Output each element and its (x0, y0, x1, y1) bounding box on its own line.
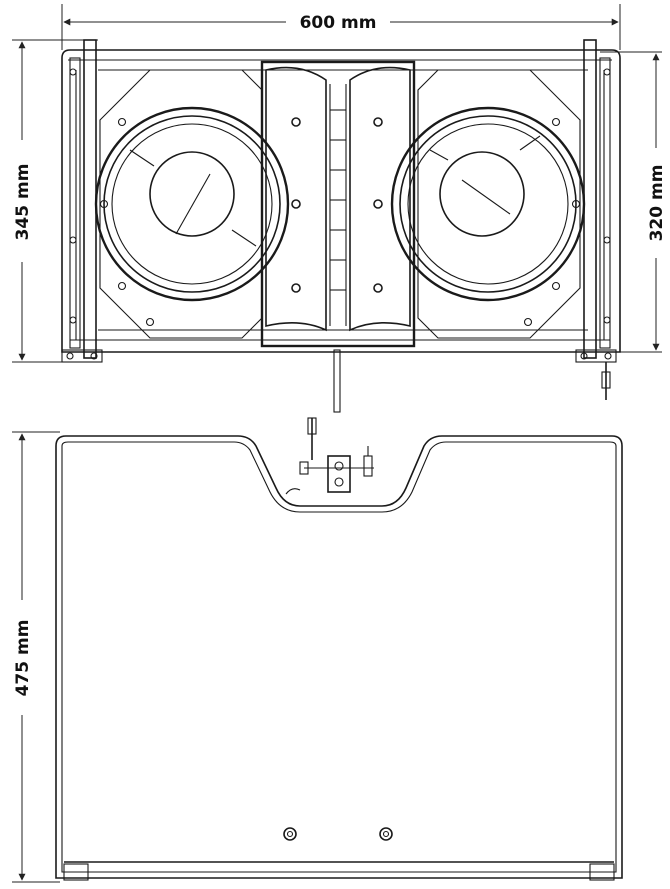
front-inner-height-dimension-label: 320 mm (647, 165, 667, 242)
front-height-dimension-label: 345 mm (13, 164, 33, 241)
front-view (61, 39, 621, 413)
dimension-front-height: 345 mm (12, 39, 98, 363)
left-woofer (94, 69, 290, 339)
rigging-hardware (285, 417, 374, 495)
center-waveguide (260, 60, 416, 413)
left-rigging-frame (61, 39, 103, 363)
dimension-width: 600 mm (61, 4, 621, 50)
bottom-bolt-right (379, 827, 393, 841)
dimension-depth: 475 mm (12, 431, 60, 883)
width-dimension-label: 600 mm (300, 13, 377, 33)
depth-dimension-label: 475 mm (13, 620, 33, 697)
rear-rail (63, 861, 615, 881)
dimension-front-inner-height: 320 mm (600, 51, 667, 353)
top-view (55, 417, 623, 881)
bottom-bolt-left (283, 827, 297, 841)
right-woofer (390, 69, 586, 339)
